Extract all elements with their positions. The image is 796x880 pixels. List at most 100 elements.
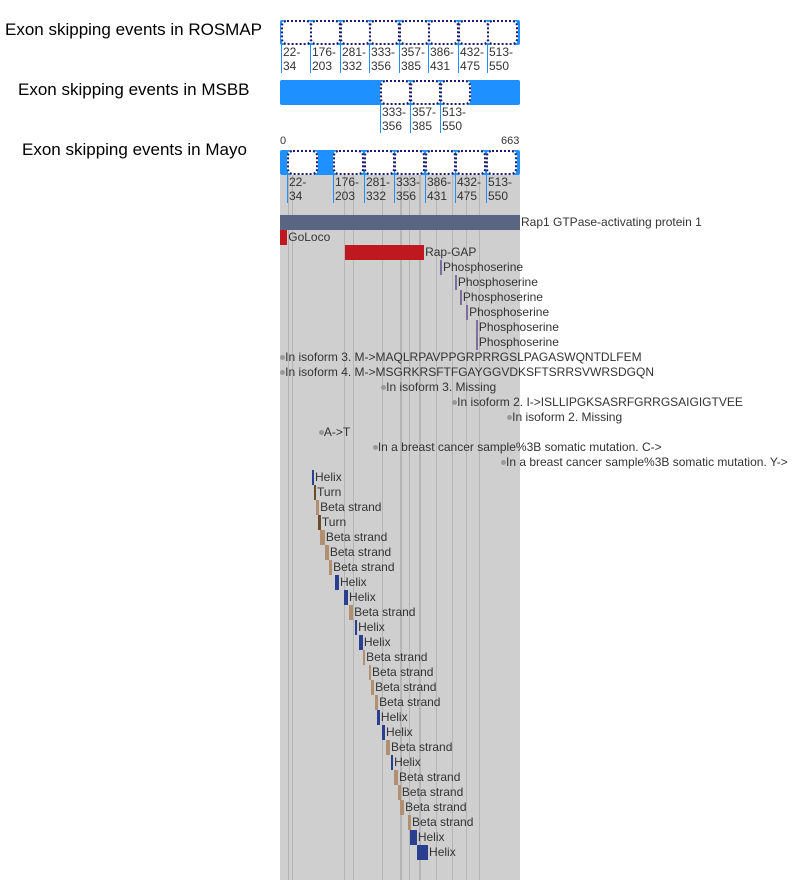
- beta-feature-label: Beta strand: [405, 800, 467, 814]
- track-title: Exon skipping events in Mayo: [22, 140, 247, 159]
- beta-feature-bar[interactable]: [398, 785, 401, 800]
- beta-feature-bar[interactable]: [408, 815, 412, 830]
- skipped-exon-box[interactable]: [340, 20, 371, 45]
- variant-feature-label: A->T: [323, 425, 351, 439]
- variant-dot[interactable]: [280, 370, 286, 375]
- exon-range-label: 357-385: [410, 105, 437, 133]
- exon-boundary-line: [382, 175, 383, 880]
- turn-feature-bar[interactable]: [314, 485, 317, 500]
- beta-feature-bar[interactable]: [370, 680, 375, 695]
- beta-feature-bar[interactable]: [349, 605, 354, 620]
- helix-feature-label: Helix: [315, 470, 342, 484]
- exon-range-label: 513-550: [486, 175, 513, 203]
- variant-dot[interactable]: [381, 385, 387, 390]
- variant-dot[interactable]: [372, 445, 378, 450]
- skipped-exon-box[interactable]: [287, 150, 318, 175]
- beta-feature-bar[interactable]: [386, 740, 391, 755]
- variant-dot[interactable]: [318, 430, 324, 435]
- beta-feature-bar[interactable]: [319, 530, 325, 545]
- exon-range-label: 176-203: [310, 45, 337, 73]
- phospho-feature-bar[interactable]: [475, 320, 478, 335]
- beta-feature-label: Beta strand: [401, 785, 464, 799]
- exon-range-label: 333-356: [369, 45, 396, 73]
- beta-feature-bar[interactable]: [315, 500, 320, 515]
- beta-feature-bar[interactable]: [324, 545, 329, 560]
- beta-feature-label: Beta strand: [366, 650, 428, 664]
- phospho-feature-label: Phosphoserine: [443, 260, 524, 274]
- variant-dot[interactable]: [280, 355, 286, 360]
- exon-range-label: 281-332: [340, 45, 367, 73]
- turn-feature-bar[interactable]: [318, 515, 321, 530]
- skipped-exon-box[interactable]: [458, 20, 489, 45]
- exon-boundary-line: [452, 175, 453, 880]
- helix-feature-label: Helix: [394, 755, 421, 769]
- exon-range-label: 357-385: [399, 45, 426, 73]
- helix-feature-bar[interactable]: [344, 590, 349, 605]
- exon-range-label: 281-332: [364, 175, 391, 203]
- skipped-exon-box[interactable]: [440, 80, 471, 105]
- beta-feature-label: Beta strand: [412, 815, 474, 829]
- variant-dot[interactable]: [507, 415, 513, 420]
- axis-min-label: 0: [280, 135, 287, 147]
- phospho-feature-label: Phosphoserine: [469, 305, 550, 319]
- skipped-exon-box[interactable]: [428, 20, 459, 45]
- helix-feature-bar[interactable]: [335, 575, 339, 590]
- helix-feature-label: Helix: [429, 845, 456, 859]
- helix-feature-bar[interactable]: [358, 635, 363, 650]
- track-title: Exon skipping events in ROSMAP: [5, 20, 263, 39]
- skipped-exon-box[interactable]: [369, 20, 400, 45]
- helix-feature-label: Helix: [385, 725, 413, 739]
- exon-range-label: 333-356: [394, 175, 421, 203]
- helix-feature-bar[interactable]: [391, 755, 394, 770]
- skipped-exon-box[interactable]: [310, 20, 341, 45]
- skipped-exon-box[interactable]: [380, 80, 411, 105]
- skipped-exon-box[interactable]: [455, 150, 486, 175]
- exon-range-label: 386-431: [425, 175, 452, 203]
- exon-range-label: 22-34: [281, 45, 301, 73]
- phospho-feature-bar[interactable]: [454, 275, 457, 290]
- skipped-exon-box[interactable]: [410, 80, 441, 105]
- exon-boundary-line: [420, 175, 421, 880]
- domain-feature-bar[interactable]: [280, 230, 288, 245]
- helix-feature-bar[interactable]: [416, 845, 429, 860]
- beta-feature-label: Beta strand: [329, 545, 392, 559]
- skipped-exon-box[interactable]: [281, 20, 312, 45]
- helix-feature-bar[interactable]: [311, 470, 315, 485]
- beta-feature-bar[interactable]: [369, 665, 372, 680]
- helix-feature-bar[interactable]: [409, 830, 417, 845]
- skipped-exon-box[interactable]: [333, 150, 364, 175]
- helix-feature-bar[interactable]: [377, 710, 380, 725]
- turn-feature-label: Turn: [317, 485, 342, 499]
- helix-feature-bar[interactable]: [382, 725, 385, 740]
- exon-boundary-line: [400, 175, 401, 880]
- exon-boundary-line: [409, 175, 410, 880]
- beta-feature-bar[interactable]: [328, 560, 333, 575]
- protein-feature-bar[interactable]: [280, 215, 520, 230]
- phospho-feature-bar[interactable]: [475, 335, 478, 350]
- phospho-feature-bar[interactable]: [440, 260, 442, 275]
- skipped-exon-box[interactable]: [425, 150, 456, 175]
- exon-range-label: 176-203: [333, 175, 360, 203]
- beta-feature-bar[interactable]: [399, 800, 405, 815]
- helix-feature-bar[interactable]: [354, 620, 358, 635]
- beta-feature-bar[interactable]: [362, 650, 366, 665]
- phospho-feature-bar[interactable]: [466, 305, 469, 320]
- skipped-exon-box[interactable]: [487, 20, 518, 45]
- domain-feature-bar[interactable]: [345, 245, 425, 260]
- exon-boundary-line: [419, 175, 420, 880]
- exon-boundary-line: [401, 175, 402, 880]
- beta-feature-label: Beta strand: [325, 530, 388, 544]
- variant-dot[interactable]: [500, 460, 506, 465]
- skipped-exon-box[interactable]: [394, 150, 425, 175]
- skipped-exon-box[interactable]: [486, 150, 517, 175]
- exon-boundary-line: [436, 175, 437, 880]
- phospho-feature-bar[interactable]: [459, 290, 462, 305]
- turn-feature-label: Turn: [321, 515, 347, 529]
- beta-feature-bar[interactable]: [374, 695, 379, 710]
- variant-dot[interactable]: [452, 400, 458, 405]
- skipped-exon-box[interactable]: [399, 20, 430, 45]
- skipped-exon-box[interactable]: [364, 150, 395, 175]
- beta-feature-bar[interactable]: [394, 770, 398, 785]
- exon-boundary-line: [288, 175, 289, 880]
- phospho-feature-label: Phosphoserine: [457, 275, 538, 289]
